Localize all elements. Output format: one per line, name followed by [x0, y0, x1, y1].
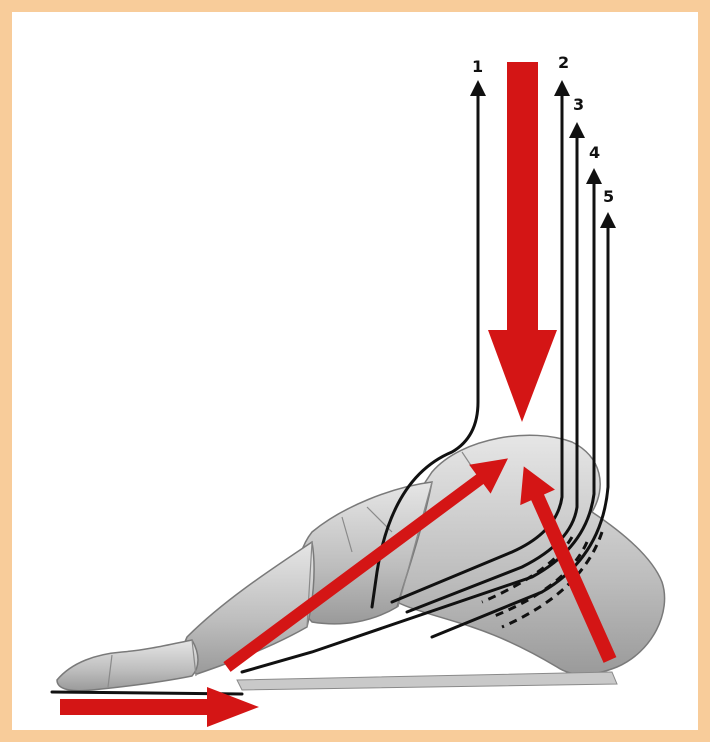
tendon-arrow-icon [586, 168, 602, 184]
tendon-arrow-icon [470, 80, 486, 96]
tendon-label-4: 4 [589, 143, 600, 162]
figure-frame: 1 2 3 4 5 [12, 12, 698, 730]
tendon-arrow-icon [569, 122, 585, 138]
plantar-fascia [237, 672, 617, 690]
tendon-label-1: 1 [472, 57, 483, 76]
phalanx-bones [57, 640, 198, 691]
tendon-label-5: 5 [603, 187, 614, 206]
tendon-label-2: 2 [558, 53, 569, 72]
foot-tendon-diagram: 1 2 3 4 5 [12, 12, 698, 730]
force-arrow-icon [488, 62, 557, 422]
tendon-arrow-icon [554, 80, 570, 96]
tendon-arrow-icon [600, 212, 616, 228]
tendon-label-3: 3 [573, 95, 584, 114]
